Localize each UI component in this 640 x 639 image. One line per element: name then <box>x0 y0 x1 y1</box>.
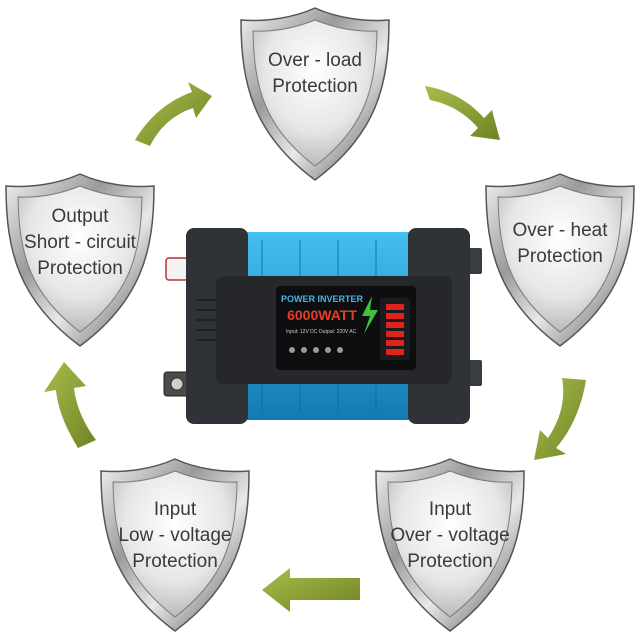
cycle-arrows <box>44 82 586 612</box>
arrow-3-icon <box>534 378 586 460</box>
shield-overload: Over - load Protection <box>240 7 390 181</box>
shield-overvoltage: Input Over - voltage Protection <box>375 458 525 632</box>
shield-overvoltage-line2: Over - voltage <box>390 525 509 546</box>
shield-overvoltage-line3: Protection <box>407 551 493 572</box>
inverter-spec: Input: 12V DC Output: 220V AC <box>286 329 357 335</box>
battery-level-icon <box>386 304 404 355</box>
arrow-1-icon <box>135 82 212 146</box>
shield-shortcircuit-line3: Protection <box>37 258 123 279</box>
shield-overheat-line2: Protection <box>517 246 603 267</box>
shield-shortcircuit: Output Short - circuit Protection <box>5 173 155 347</box>
shield-shortcircuit-line2: Short - circuit <box>24 232 137 253</box>
shield-lowvoltage-line1: Input <box>154 499 197 520</box>
arrow-5-icon <box>44 362 96 448</box>
shield-overheat: Over - heat Protection <box>485 173 635 347</box>
arrow-4-icon <box>262 568 360 612</box>
shield-overheat-line1: Over - heat <box>512 220 608 241</box>
shield-overload-line2: Protection <box>272 76 358 97</box>
shield-lowvoltage-line3: Protection <box>132 551 218 572</box>
arrow-2-icon <box>425 86 500 140</box>
power-inverter-image: POWER INVERTER 6000WATT Input: 12V DC Ou… <box>163 228 482 424</box>
inverter-title: POWER INVERTER <box>281 294 364 304</box>
shield-lowvoltage: Input Low - voltage Protection <box>100 458 250 632</box>
lightning-icon <box>362 296 378 334</box>
shield-overload-line1: Over - load <box>268 50 362 71</box>
shield-lowvoltage-line2: Low - voltage <box>118 525 231 546</box>
shield-shortcircuit-line1: Output <box>51 206 109 227</box>
inverter-wattage: 6000WATT <box>287 307 357 323</box>
shield-overvoltage-line1: Input <box>429 499 472 520</box>
